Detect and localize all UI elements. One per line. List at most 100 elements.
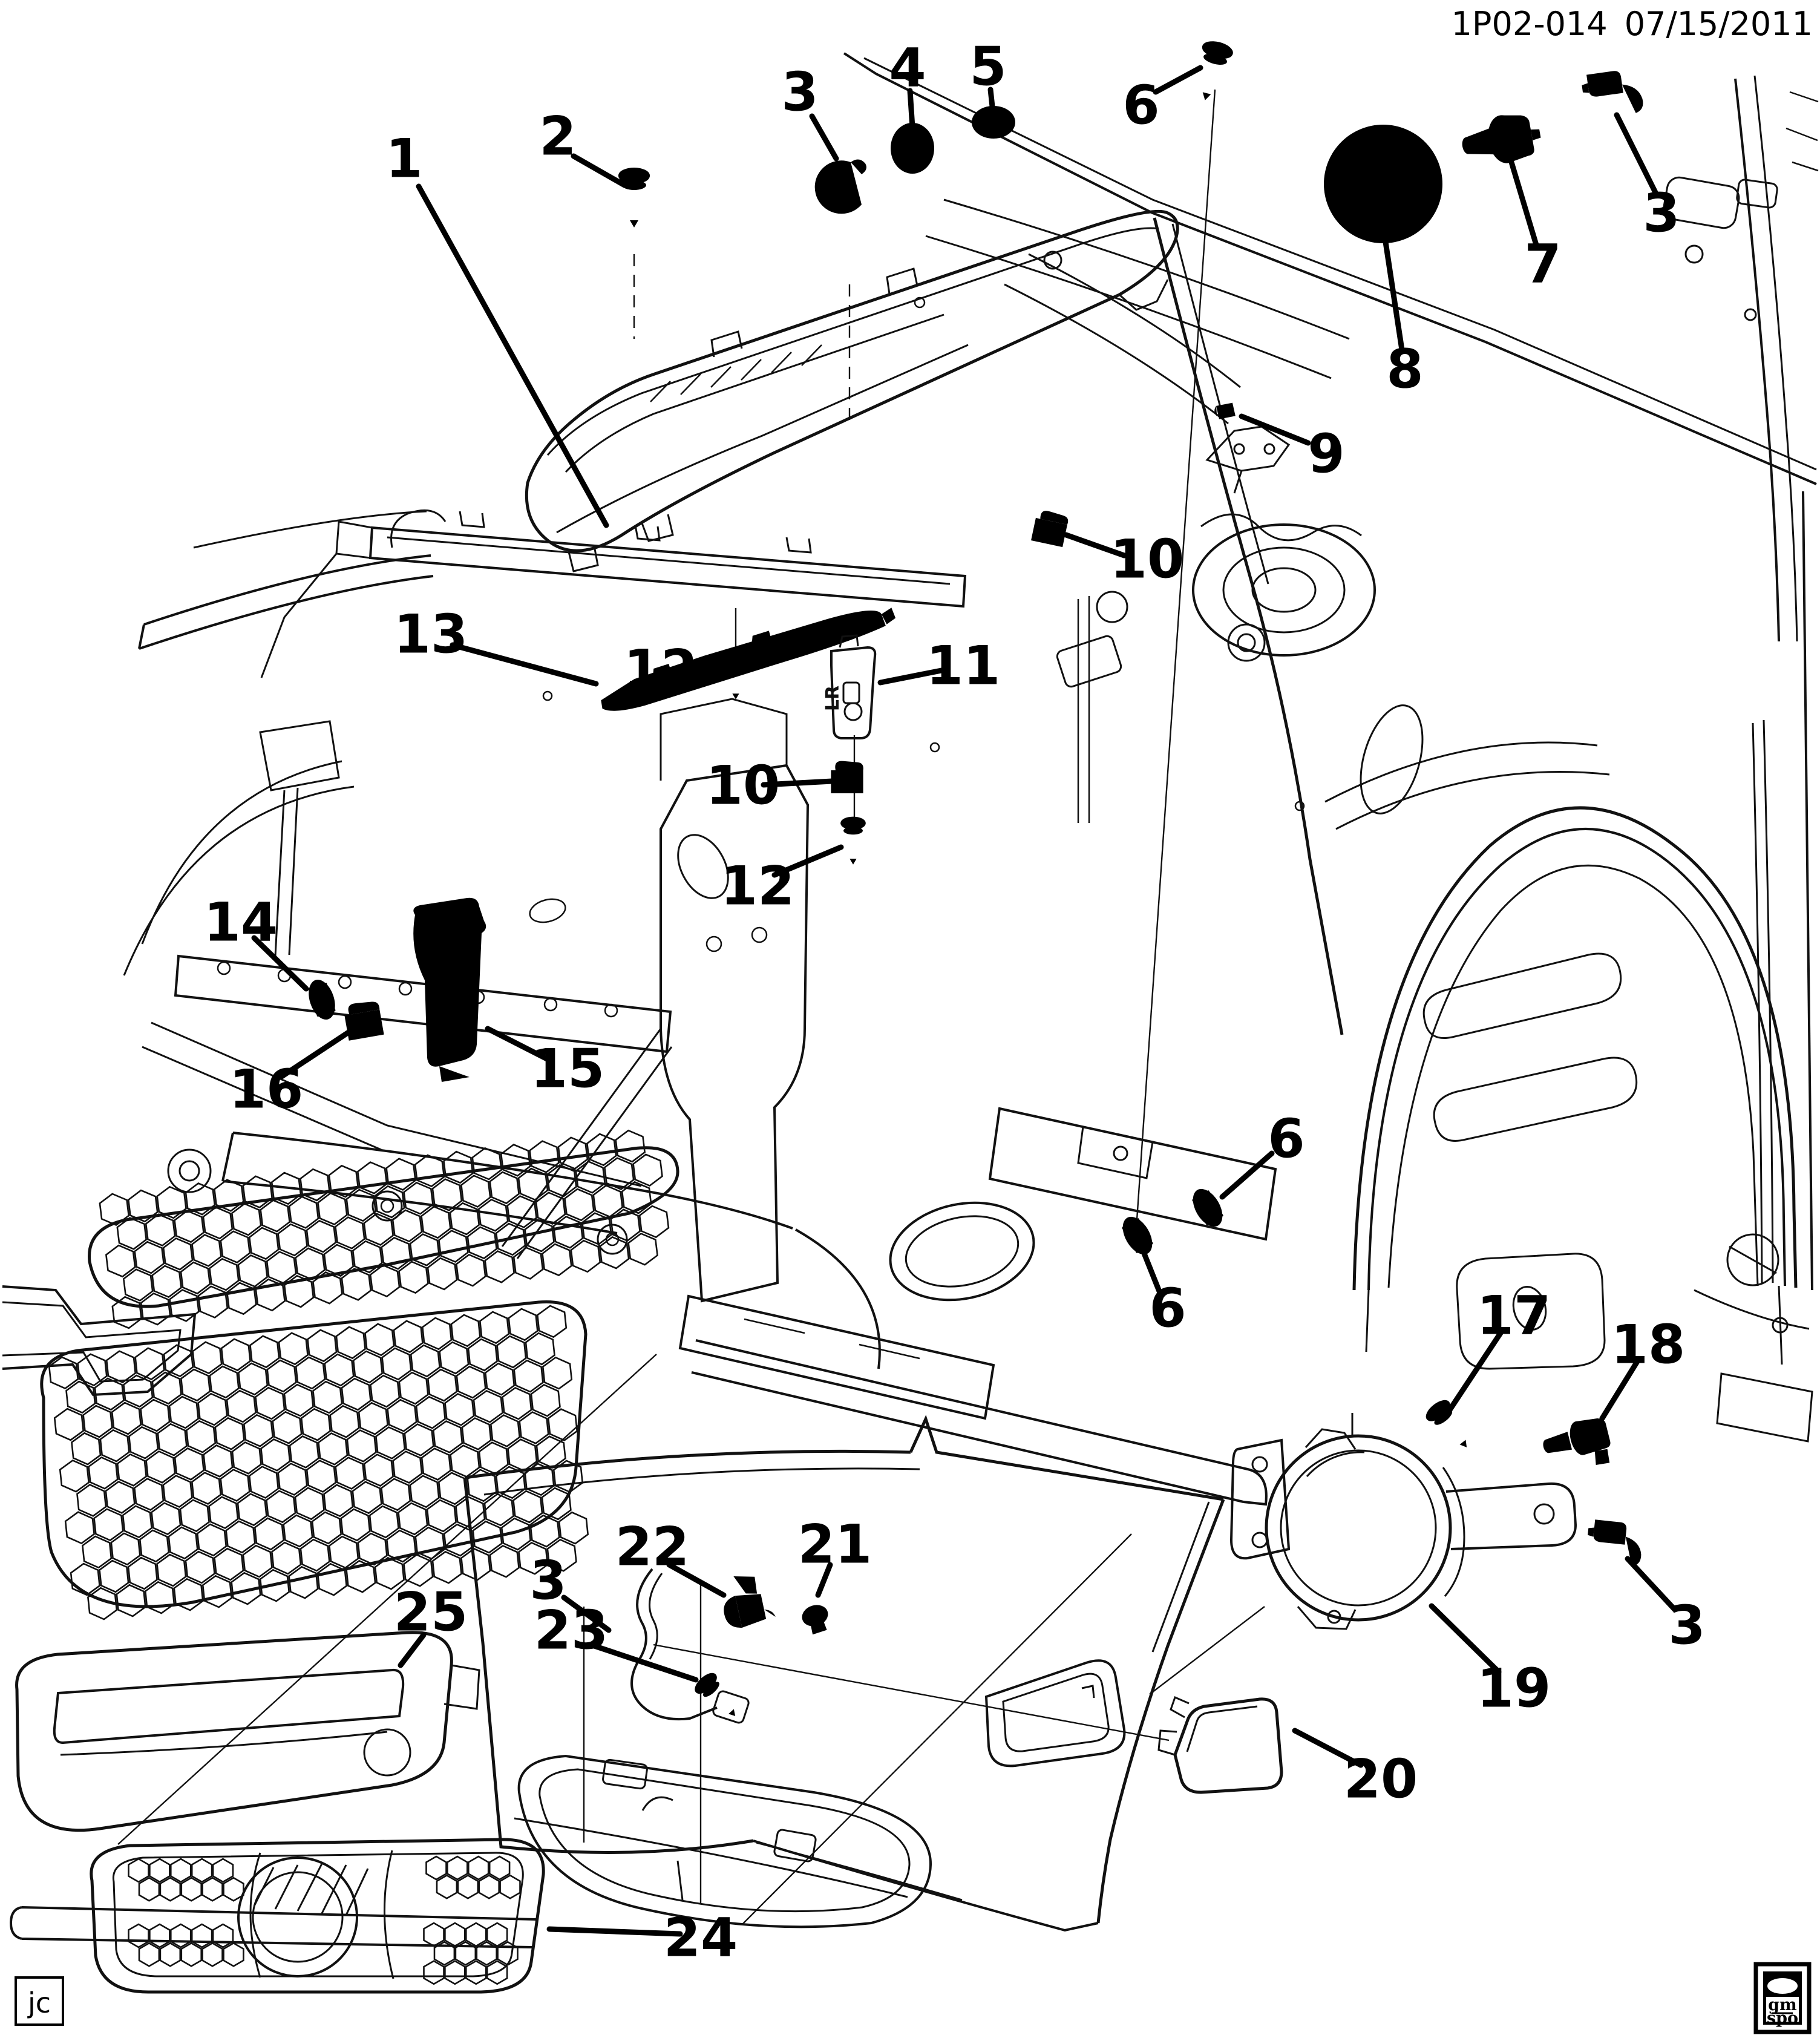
bulb-21 — [799, 1601, 833, 1636]
callout-16-17: 16 — [229, 1029, 352, 1121]
radiator-support — [123, 511, 1277, 1506]
clip-9 — [1214, 402, 1236, 420]
callout-3-7: 3 — [1614, 112, 1680, 244]
callout-21-29: 21 — [798, 1513, 872, 1598]
callout-2-1: 2 — [539, 105, 627, 188]
svg-text:10: 10 — [1110, 528, 1184, 591]
footer-initials-box: jc — [15, 1976, 64, 2026]
svg-text:24: 24 — [664, 1907, 738, 1969]
svg-text:21: 21 — [798, 1513, 872, 1576]
callout-24-31: 24 — [546, 1907, 738, 1969]
callout-10-10: 10 — [1063, 528, 1184, 591]
svg-text:12: 12 — [624, 638, 698, 701]
callout-12-12: 12 — [624, 638, 725, 701]
bracket-lr-marking: LR — [822, 686, 843, 711]
svg-text:18: 18 — [1611, 1314, 1685, 1376]
screw-12-lower — [840, 816, 866, 865]
svg-text:8: 8 — [1386, 338, 1423, 401]
cap-5 — [972, 106, 1015, 139]
svg-text:12: 12 — [721, 855, 794, 917]
callout-18-22: 18 — [1599, 1314, 1685, 1421]
fog-bezel — [9, 1838, 545, 1994]
svg-text:10: 10 — [706, 755, 780, 817]
grille-assembly — [2, 1132, 881, 1608]
callout-3-27: 3 — [529, 1550, 612, 1633]
svg-text:14: 14 — [204, 891, 278, 954]
callout-3-2: 3 — [781, 61, 839, 162]
logo-gm: gm — [1768, 1996, 1796, 2014]
callout-6-5: 6 — [1122, 65, 1203, 137]
logo-ellipse — [1767, 1978, 1798, 1994]
callout-4-3: 4 — [889, 37, 926, 130]
svg-text:17: 17 — [1477, 1285, 1551, 1347]
svg-text:9: 9 — [1308, 423, 1344, 485]
callout-11-13: 11 — [877, 635, 1000, 697]
svg-text:23: 23 — [534, 1599, 608, 1662]
bulb-socket-7 — [1457, 102, 1545, 175]
connector-3-right — [1580, 67, 1645, 120]
svg-text:3: 3 — [1643, 182, 1680, 244]
trim-molding — [15, 1631, 480, 1832]
svg-text:3: 3 — [1668, 1594, 1705, 1657]
svg-text:13: 13 — [394, 603, 468, 666]
svg-text:1: 1 — [385, 128, 422, 190]
callout-20-25: 20 — [1292, 1728, 1418, 1810]
callout-7-6: 7 — [1508, 159, 1562, 295]
svg-text:5: 5 — [969, 36, 1006, 98]
footer-initials: jc — [27, 1987, 51, 2019]
grommet-4 — [891, 123, 934, 174]
gm-spo-logo: gm spo — [1753, 1962, 1812, 2034]
svg-text:3: 3 — [529, 1550, 566, 1612]
fog-lamp — [1229, 1413, 1577, 1630]
bezel-mesh-bl — [128, 1923, 244, 1967]
svg-text:20: 20 — [1344, 1748, 1418, 1810]
headlamp-assembly — [525, 209, 1179, 572]
svg-text:11: 11 — [926, 635, 1000, 697]
wire-harness — [630, 1568, 750, 1724]
callout-17-21: 17 — [1447, 1285, 1551, 1413]
svg-text:3: 3 — [781, 61, 818, 123]
callout-13-11: 13 — [394, 603, 599, 687]
svg-text:4: 4 — [889, 37, 926, 99]
bracket-11: LR — [822, 634, 877, 739]
a-pillar — [1663, 75, 1819, 642]
svg-text:6: 6 — [1122, 74, 1159, 137]
callout-5-4: 5 — [969, 36, 1007, 110]
bracket-15 — [413, 897, 486, 1082]
callout-25-26: 25 — [394, 1581, 468, 1668]
svg-text:15: 15 — [531, 1038, 604, 1100]
svg-text:25: 25 — [394, 1581, 468, 1643]
callout-9-9: 9 — [1239, 413, 1345, 485]
svg-text:6: 6 — [1149, 1277, 1186, 1340]
bumper-fascia — [463, 1415, 1225, 1932]
callout-19-23: 19 — [1429, 1603, 1551, 1720]
cowl-lines — [138, 509, 447, 650]
bezel-mesh-tl — [128, 1858, 244, 1902]
wheel-liner — [1422, 952, 1638, 1370]
callout-12-15: 12 — [721, 844, 844, 917]
seal-cap-8 — [1324, 125, 1442, 243]
retainer-3-top — [814, 159, 866, 217]
doc-date: 07/15/2011 — [1625, 5, 1813, 43]
logo-spo: spo — [1767, 2009, 1798, 2028]
callout-8-8: 8 — [1383, 239, 1424, 401]
bezel-mesh-tr — [425, 1855, 521, 1899]
callout-15-18: 15 — [485, 1026, 604, 1100]
callout-3-24: 3 — [1625, 1556, 1706, 1657]
connector-3-bottom — [1585, 1519, 1645, 1567]
grille-mesh-lower — [48, 1305, 589, 1620]
svg-text:7: 7 — [1524, 233, 1561, 295]
socket-22 — [716, 1569, 777, 1631]
grille-mesh-upper — [99, 1129, 670, 1329]
nut-clip-10-right — [1031, 508, 1070, 548]
svg-text:16: 16 — [229, 1058, 303, 1121]
callout-23-30: 23 — [534, 1599, 699, 1683]
callout-10-14: 10 — [706, 755, 835, 817]
callout-14-16: 14 — [204, 891, 309, 992]
nut-clip-10-center — [831, 761, 863, 793]
engine-bay — [542, 253, 1424, 823]
alignment-lines — [117, 89, 1265, 1925]
